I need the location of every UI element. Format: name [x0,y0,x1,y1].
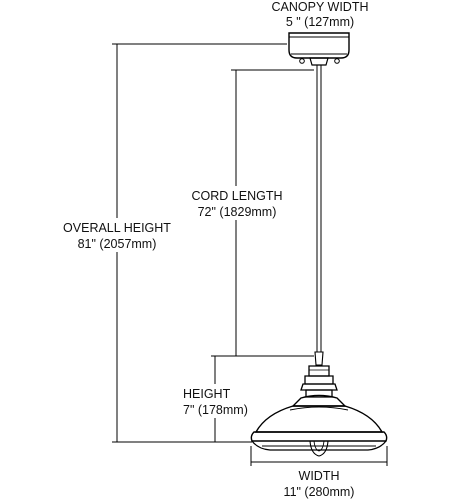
overall-height-title: OVERALL HEIGHT [63,221,171,235]
canopy-width-label: CANOPY WIDTH 5 " (127mm) [264,0,378,30]
height-title: HEIGHT [183,387,231,401]
shade [250,394,388,457]
socket [300,365,338,398]
overall-height-value: 81" (2057mm) [78,237,157,251]
cord-length-label: CORD LENGTH 72" (1829mm) [188,186,286,220]
canopy-width-title: CANOPY WIDTH [272,0,369,14]
height-value: 7" (178mm) [183,403,248,417]
width-value: 11" (280mm) [284,485,355,499]
width-label: WIDTH 11" (280mm) [280,467,360,499]
overall-height-label: OVERALL HEIGHT 81" (2057mm) [60,218,176,252]
width-dimension-line [250,446,388,466]
canopy-width-value: 5 " (127mm) [286,15,354,29]
height-label: HEIGHT 7" (178mm) [178,384,260,418]
cord [314,65,324,366]
width-title: WIDTH [299,469,340,483]
cord-length-title: CORD LENGTH [192,189,283,203]
cord-length-value: 72" (1829mm) [198,205,277,219]
canopy [288,32,350,66]
